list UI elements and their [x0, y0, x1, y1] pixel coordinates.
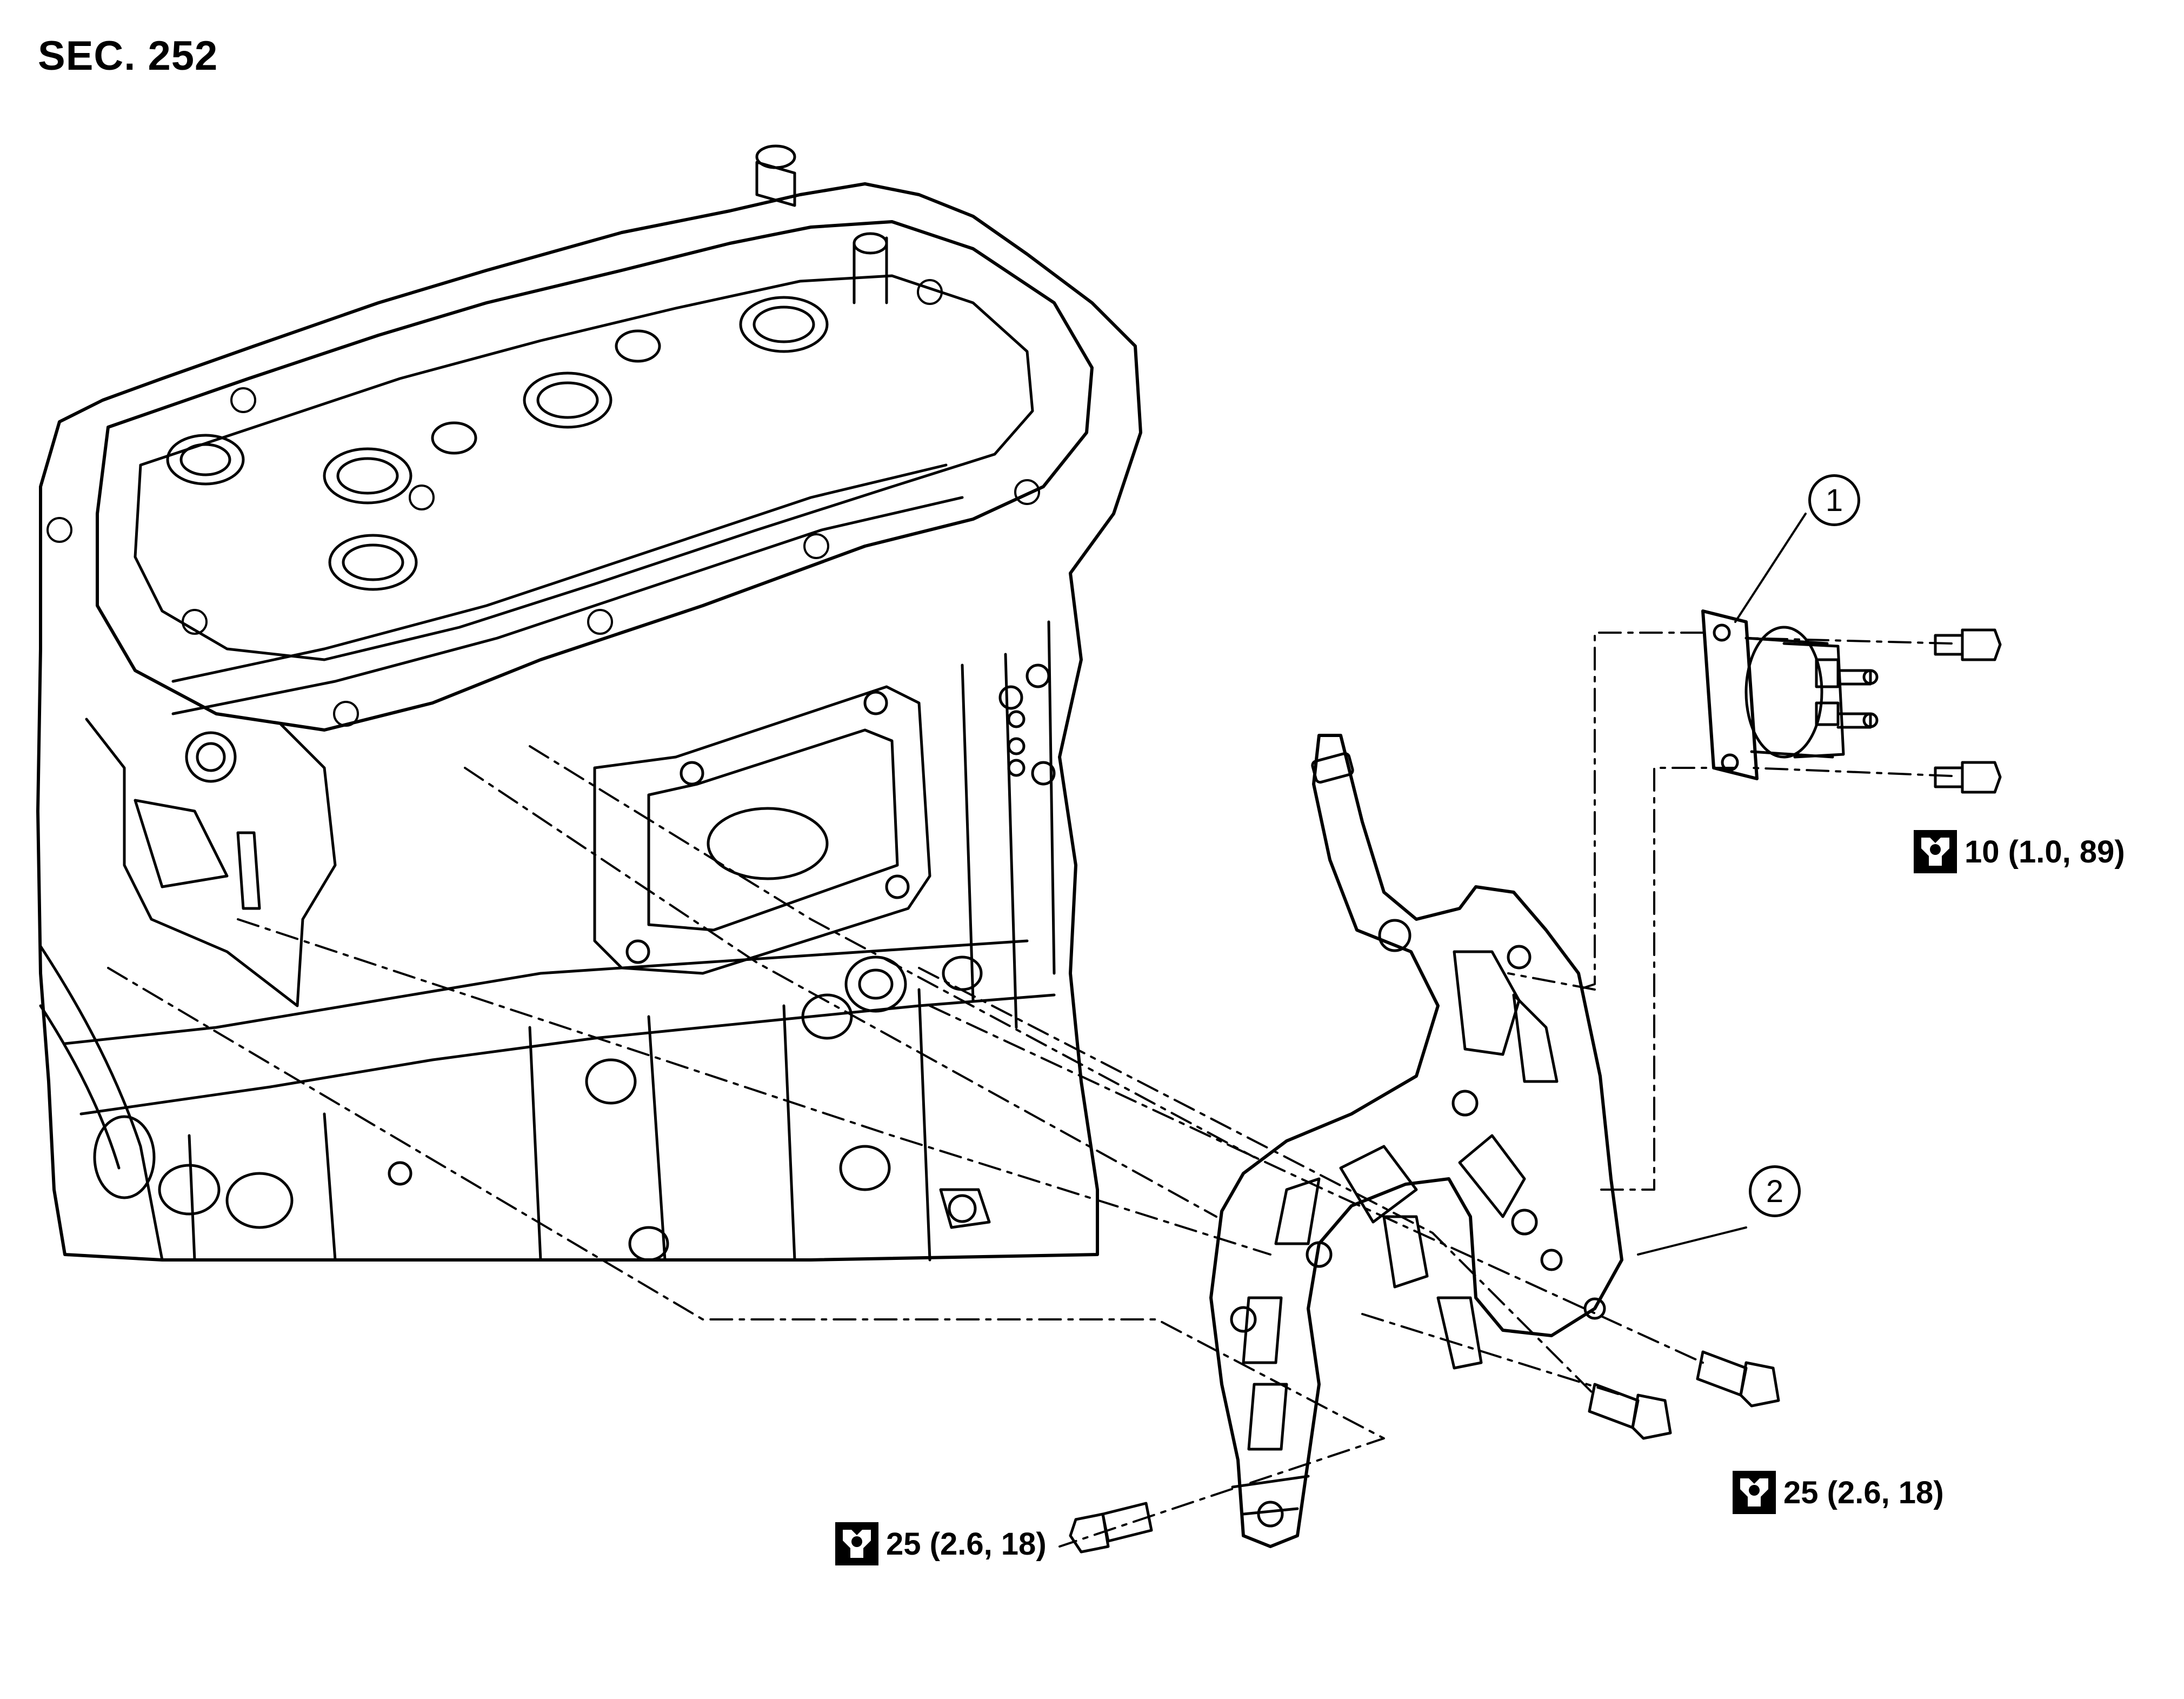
component-part-1 — [1701, 609, 1879, 780]
bracket-part — [1209, 734, 1623, 1548]
wrench-socket-icon — [835, 1522, 878, 1565]
engine-assembly — [36, 144, 1142, 1262]
wrench-socket-icon — [1733, 1471, 1776, 1514]
torque-spec-bracket-bolts: 25 (2.6, 18) — [1733, 1471, 1944, 1514]
assembly-leader-lines — [107, 632, 1953, 1548]
torque-value: 25 (2.6, 18) — [1783, 1475, 1944, 1510]
torque-value: 25 (2.6, 18) — [886, 1526, 1047, 1562]
section-title: SEC. 252 — [38, 33, 218, 79]
torque-spec-lower-bolt: 25 (2.6, 18) — [835, 1522, 1047, 1565]
wrench-socket-icon — [1914, 830, 1957, 873]
torque-spec-component: 10 (1.0, 89) — [1914, 830, 2125, 873]
bolts-large — [1069, 1350, 1780, 1554]
callout-leaders — [1637, 513, 1807, 1256]
callout-2: 2 — [1749, 1165, 1801, 1217]
bolts-small — [1934, 628, 2002, 794]
callout-1: 1 — [1808, 474, 1860, 526]
torque-value: 10 (1.0, 89) — [1965, 834, 2125, 870]
